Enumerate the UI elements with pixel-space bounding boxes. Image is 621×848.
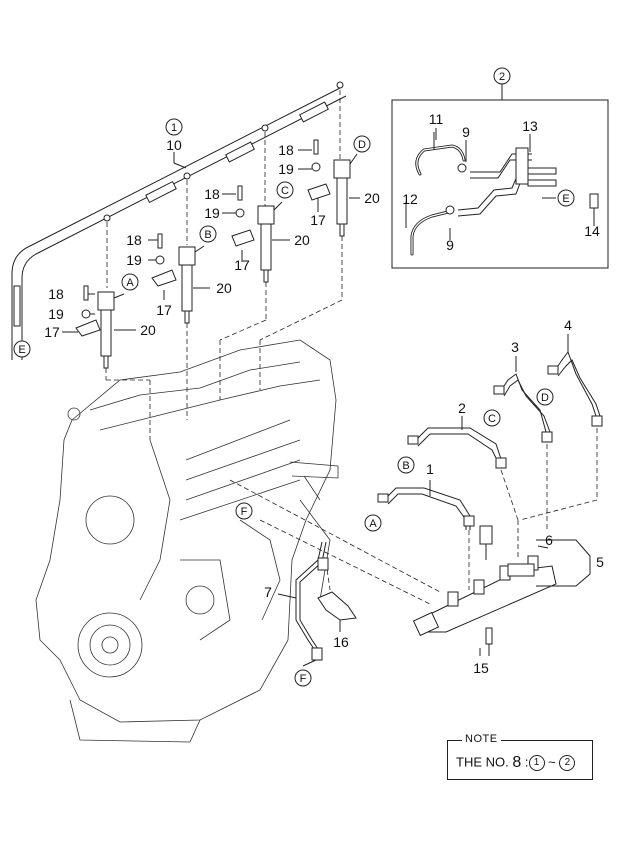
- callout-3: 3: [511, 339, 519, 355]
- injector-guide-lines: [105, 236, 343, 440]
- clamp-bolt-set-4: [307, 139, 331, 201]
- fuel-line-1: [377, 487, 475, 590]
- callout-20-injector-1: 20: [140, 322, 156, 338]
- leak-off-pipe: [295, 541, 329, 661]
- fuel-line-2: [407, 427, 519, 560]
- svg-text:E: E: [562, 193, 569, 205]
- note-tilde: ~: [548, 754, 556, 770]
- callout-17-injector-3: 17: [234, 257, 250, 273]
- clamp-bolt-set-1: [75, 285, 101, 337]
- callout-17-injector-4: 17: [310, 212, 326, 228]
- callout-19-injector-2: 19: [126, 252, 142, 268]
- clamp-bolt-set-3: [231, 185, 255, 247]
- ref-letter-e-inset: E: [557, 189, 575, 207]
- callout-19-injector-4: 19: [278, 161, 294, 177]
- callout-9-lower: 9: [446, 237, 454, 253]
- callout-17-injector-2: 17: [156, 302, 172, 318]
- svg-text:A: A: [369, 518, 377, 530]
- ref-circle-2: 2: [493, 67, 511, 85]
- ref-letter-b-line: B: [397, 456, 415, 474]
- note-colon: :: [524, 754, 529, 770]
- callout-5: 5: [596, 554, 604, 570]
- fuel-line-4: [519, 350, 603, 521]
- callout-6: 6: [545, 532, 553, 548]
- callout-12: 12: [402, 191, 418, 207]
- rail-guide-lines: [229, 479, 441, 605]
- callout-18-injector-4: 18: [278, 142, 294, 158]
- ref-letter-d-line: D: [536, 388, 554, 406]
- fuel-rail-assembly: [412, 525, 557, 656]
- inset-box-return-hoses: [391, 84, 609, 269]
- svg-text:2: 2: [499, 71, 505, 83]
- svg-text:1: 1: [171, 122, 177, 134]
- bracket: [317, 591, 357, 621]
- ref-letter-a-injector: A: [121, 273, 139, 291]
- fuel-line-3: [493, 373, 553, 530]
- svg-text:C: C: [488, 413, 496, 425]
- ref-letter-e-hose: E: [13, 340, 31, 358]
- callout-13: 13: [522, 118, 538, 134]
- circled-ref-letters: 1 2 A B C D E E: [13, 67, 575, 687]
- svg-text:B: B: [402, 460, 409, 472]
- clamp-bolt-set-2: [151, 233, 177, 287]
- note-ref-to: 2: [559, 755, 576, 771]
- ref-letter-a-line: A: [364, 514, 382, 532]
- callout-7: 7: [264, 584, 272, 600]
- svg-text:B: B: [204, 229, 211, 241]
- callout-18-injector-1: 18: [48, 286, 64, 302]
- svg-text:A: A: [126, 277, 134, 289]
- callout-14: 14: [584, 223, 600, 239]
- callout-9-upper: 9: [462, 124, 470, 140]
- svg-text:E: E: [18, 344, 25, 356]
- callout-10: 10: [166, 137, 182, 153]
- callout-11: 11: [429, 111, 444, 127]
- callout-15: 15: [473, 660, 489, 676]
- return-hose-assembly: [11, 81, 347, 360]
- ref-letter-c-line: C: [483, 409, 501, 427]
- ref-circle-1: 1: [165, 118, 183, 136]
- callout-18-injector-3: 18: [204, 186, 220, 202]
- svg-text:F: F: [241, 506, 248, 518]
- callout-1: 1: [426, 461, 434, 477]
- callout-17-injector-1: 17: [44, 324, 60, 340]
- note-number: 8: [512, 754, 522, 771]
- injector-3: [257, 201, 283, 283]
- callout-4: 4: [564, 317, 572, 333]
- callout-19-injector-3: 19: [204, 205, 220, 221]
- note-ref-from: 1: [528, 755, 545, 771]
- ref-letter-f-engine: F: [235, 502, 253, 520]
- note-text: THE NO. 8 :1 ~ 2: [456, 754, 576, 772]
- callout-2: 2: [458, 400, 466, 416]
- ref-letter-f-pipe: F: [294, 669, 312, 687]
- svg-text:D: D: [358, 139, 366, 151]
- injector-1: [97, 291, 125, 369]
- callout-16: 16: [333, 634, 349, 650]
- svg-text:F: F: [300, 673, 307, 685]
- ref-letter-b-injector: B: [199, 225, 217, 243]
- injector-2: [178, 245, 205, 324]
- engine-block: [35, 339, 339, 743]
- svg-text:D: D: [541, 392, 549, 404]
- callout-numbers: 1 2 3 4 5 6 7 9 9 10 11 12 13 14 15 16 1…: [44, 111, 604, 676]
- injector-4: [333, 153, 358, 237]
- callout-20-injector-3: 20: [294, 232, 310, 248]
- callout-19-injector-1: 19: [48, 306, 64, 322]
- ref-letter-d-injector: D: [353, 135, 371, 153]
- ref-letter-c-injector: C: [276, 181, 294, 199]
- note-prefix: THE NO.: [456, 754, 509, 770]
- svg-text:C: C: [281, 185, 289, 197]
- callout-20-injector-2: 20: [216, 280, 232, 296]
- note-box: NOTE THE NO. 8 :1 ~ 2: [447, 733, 593, 780]
- leader-lines: [62, 128, 595, 667]
- note-title: NOTE: [462, 733, 501, 745]
- callout-20-injector-4: 20: [364, 190, 380, 206]
- callout-18-injector-2: 18: [126, 232, 142, 248]
